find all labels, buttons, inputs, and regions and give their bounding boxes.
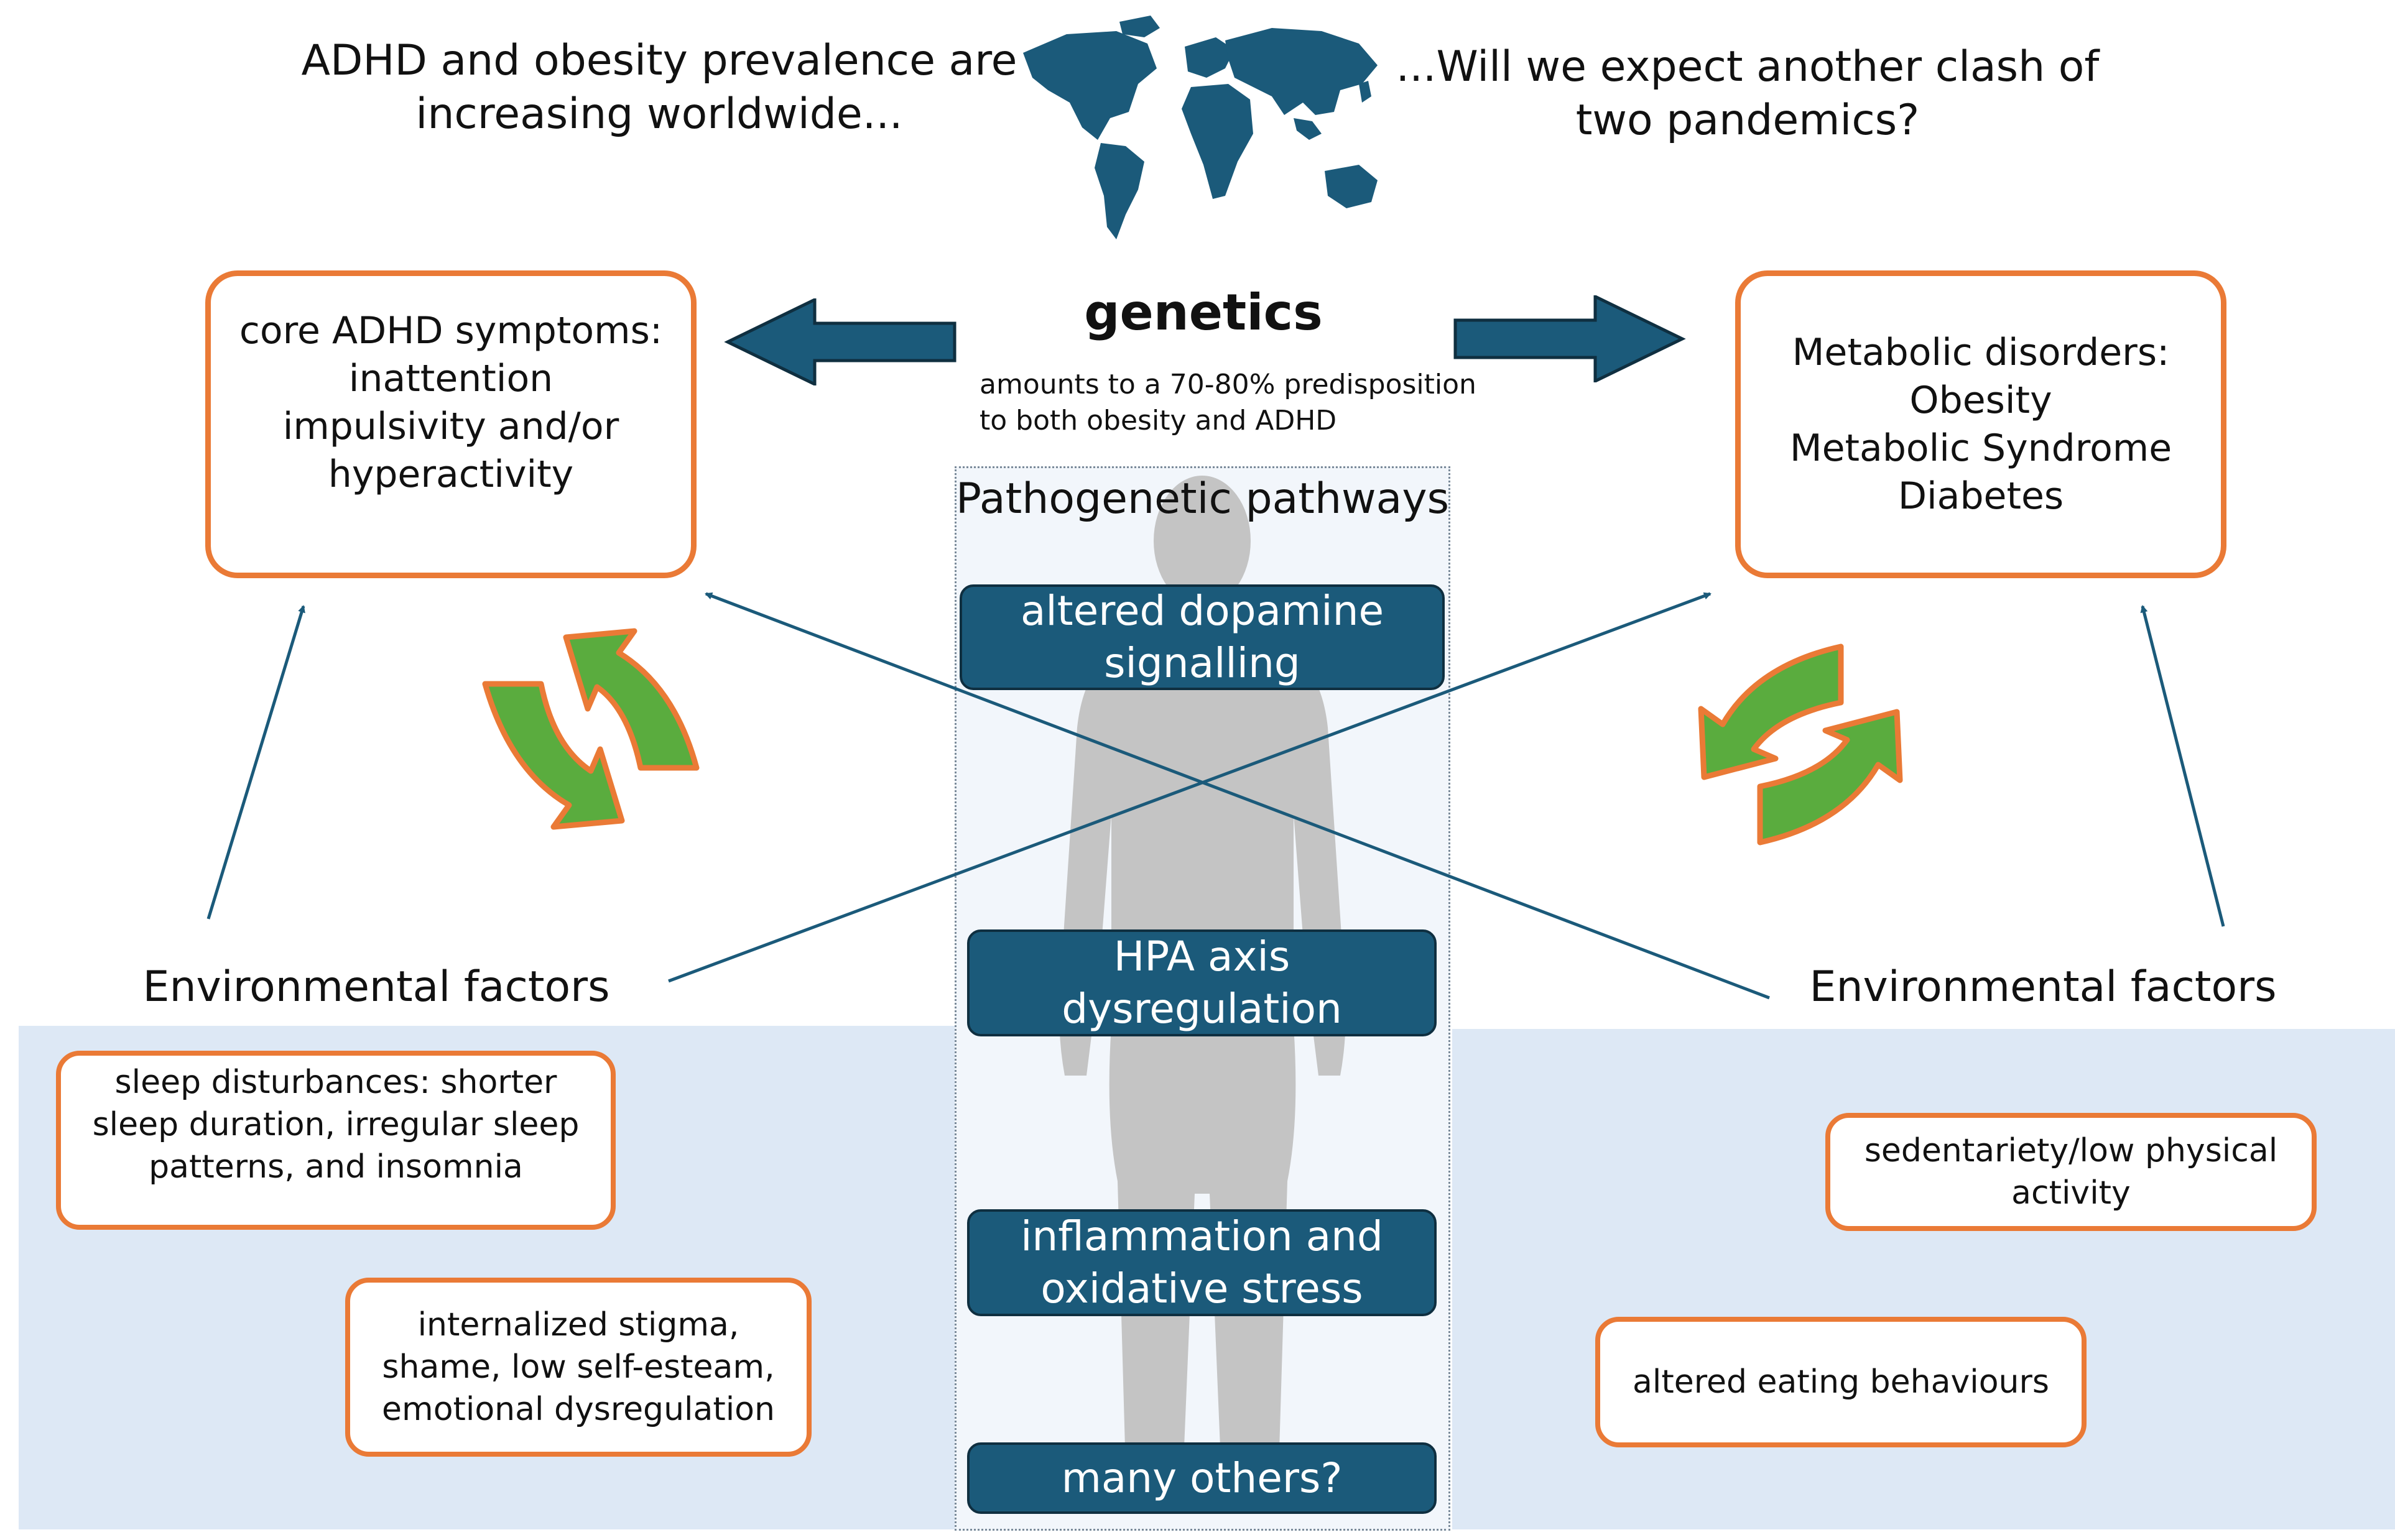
cycle-arrows-icon xyxy=(482,628,700,830)
pathways-title: Pathogenetic pathways xyxy=(955,474,1450,523)
pathway-many-others: many others? xyxy=(967,1442,1437,1514)
header-left-text: ADHD and obesity prevalence are increasi… xyxy=(301,36,1017,139)
factor-sleep: sleep disturbances: shorter sleep durati… xyxy=(56,1051,616,1230)
pathway-dopamine: altered dopamine signalling xyxy=(960,584,1445,690)
metabolic-disorders-box: Metabolic disorders: Obesity Metabolic S… xyxy=(1735,270,2226,578)
adhd-symptoms-box: core ADHD symptoms: inattention impulsiv… xyxy=(205,270,697,578)
genetics-right-arrow-icon xyxy=(1453,295,1686,382)
environment-right-title: Environmental factors xyxy=(1809,962,2277,1012)
genetics-subtitle: amounts to a 70-80% predisposition to bo… xyxy=(980,369,1476,436)
environment-left-title: Environmental factors xyxy=(142,962,610,1012)
header-right-text: ...Will we expect another clash of two p… xyxy=(1396,42,2100,145)
factor-eating: altered eating behaviours xyxy=(1595,1317,2087,1447)
cycle-arrows-icon xyxy=(1698,643,1903,846)
pathway-hpa-axis: HPA axis dysregulation xyxy=(967,929,1437,1036)
factor-stigma: internalized stigma, shame, low self-est… xyxy=(345,1278,812,1457)
world-map-icon xyxy=(1023,16,1378,239)
genetics-left-arrow-icon xyxy=(724,298,957,385)
pathway-inflammation: inflammation and oxidative stress xyxy=(967,1209,1437,1316)
genetics-title: genetics xyxy=(1084,284,1323,341)
factor-sedentariety: sedentariety/low physical activity xyxy=(1825,1113,2317,1231)
